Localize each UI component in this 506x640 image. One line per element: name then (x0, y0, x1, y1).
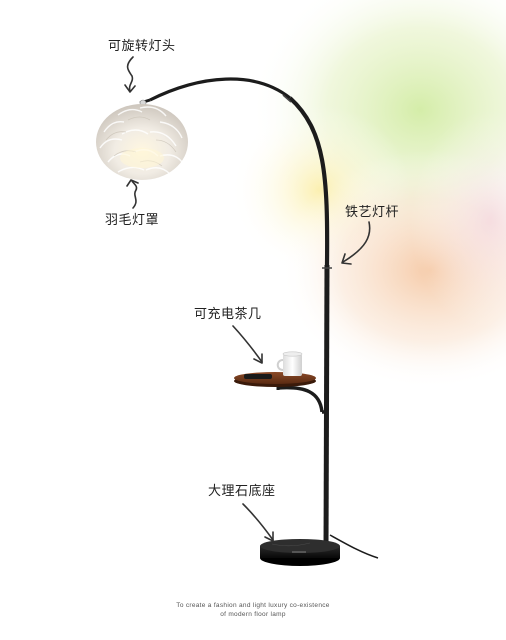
side-table (234, 351, 326, 414)
marble-base (260, 534, 379, 566)
caption-line-2: of modern floor lamp (220, 611, 286, 618)
label-feather-shade: 羽毛灯罩 (105, 213, 160, 228)
label-marble-base: 大理石底座 (208, 484, 276, 499)
label-charging-table: 可充电茶几 (194, 307, 262, 322)
curved-arrow-icon (124, 56, 136, 93)
curved-arrow-icon (126, 179, 139, 209)
curved-arrow-icon (232, 325, 263, 364)
label-lamp-head: 可旋转灯头 (108, 39, 176, 54)
background-glow (230, 0, 506, 390)
curved-arrow-icon (242, 503, 274, 542)
label-iron-pole: 铁艺灯杆 (345, 205, 400, 220)
feather-shade (96, 104, 188, 180)
curved-arrow-icon (341, 221, 371, 265)
caption-line-1: To create a fashion and light luxury co-… (176, 602, 330, 609)
